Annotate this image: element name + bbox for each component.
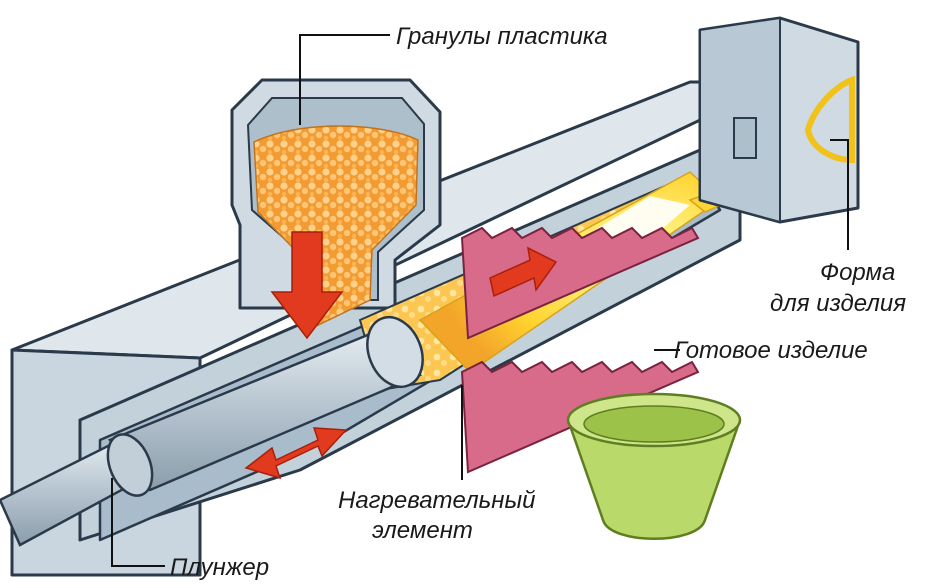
flow-arrow-icon — [489, 246, 558, 298]
label-heater-line2: элемент — [372, 517, 473, 544]
label-product: Готовое изделие — [674, 337, 868, 364]
plastic-granules — [253, 125, 419, 332]
downward-feed-arrow-icon — [270, 231, 344, 340]
plunger — [0, 315, 424, 547]
plunger-motion-arrow-icon — [244, 427, 348, 480]
leader-mold — [830, 139, 849, 250]
label-heater-line1: Нагревательный — [338, 487, 535, 514]
hopper — [230, 78, 442, 332]
finished-product — [566, 392, 742, 540]
heater-top — [460, 226, 700, 340]
leader-plunger — [111, 478, 165, 567]
leader-granules — [299, 34, 390, 125]
label-mold-line1: Форма — [820, 259, 895, 286]
label-mold-line2: для изделия — [770, 290, 906, 317]
mold-cavity — [804, 75, 855, 164]
label-granules: Гранулы пластика — [396, 23, 608, 50]
label-plunger: Плунжер — [170, 554, 269, 581]
mold — [698, 16, 860, 224]
